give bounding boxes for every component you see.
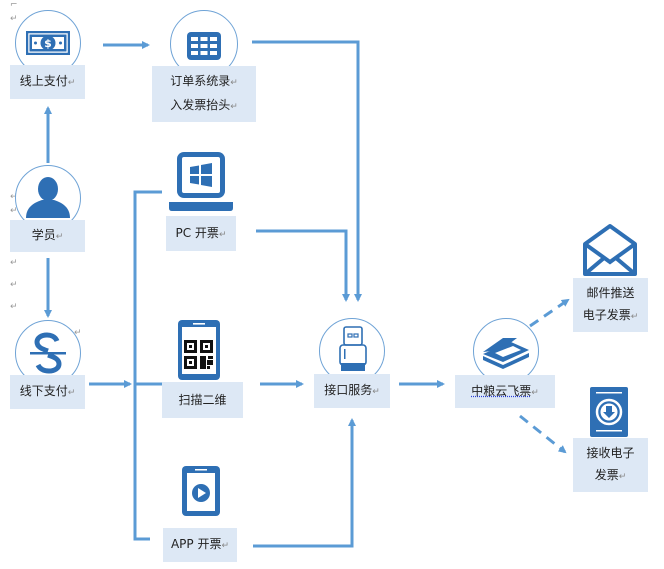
node-scan-qr-label: 扫描二维: [162, 382, 243, 418]
node-order-system-label: 订单系统录↵ 入发票抬头↵: [152, 66, 256, 122]
tablet-play-icon: [182, 466, 220, 516]
paragraph-mark: ↵: [10, 302, 18, 312]
svg-text:$: $: [44, 37, 52, 50]
windows-laptop-icon: [169, 152, 233, 211]
paragraph-mark: ↵: [10, 280, 18, 290]
bracket-line: [133, 190, 162, 541]
paragraph-mark: ↵: [10, 192, 18, 202]
usb-icon: [339, 326, 367, 371]
node-receive-invoice-label: 接收电子 发票↵: [573, 438, 648, 492]
node-app-invoice-label: APP 开票↵: [163, 528, 237, 562]
node-student-label: 学员↵: [10, 220, 85, 252]
download-icon: [590, 387, 628, 437]
arrow-cloud-to-email: [529, 298, 570, 328]
node-api-service-label: 接口服务↵: [314, 374, 390, 408]
paragraph-mark: ↵: [10, 258, 18, 268]
arrow-order-to-api: [252, 40, 362, 302]
node-pc-invoice-label: PC 开票↵: [166, 216, 236, 251]
arrow-cloud-to-receive: [519, 414, 567, 454]
node-offline-pay-label: 线下支付↵: [10, 375, 85, 409]
currency-s-icon: [30, 332, 66, 374]
phone-qrcode-icon: [178, 320, 220, 380]
money-bill-icon: $: [26, 31, 70, 55]
user-icon: [26, 177, 70, 218]
arrow-pc-to-api: [256, 229, 350, 302]
paragraph-mark: ↵: [74, 328, 82, 338]
paragraph-mark: ⌐: [10, 0, 18, 10]
arrow-app-to-api: [253, 418, 356, 548]
scanner-icon: [483, 338, 529, 369]
envelope-icon: [583, 224, 637, 276]
node-email-push-label: 邮件推送 电子发票↵: [573, 278, 648, 332]
node-cloud-label: 中粮云飞票↵: [455, 375, 555, 408]
node-online-pay-label: 线上支付↵: [10, 65, 85, 99]
paragraph-mark: ↵: [10, 14, 18, 24]
table-grid-icon: [187, 32, 221, 60]
paragraph-mark: ↵: [10, 206, 18, 216]
